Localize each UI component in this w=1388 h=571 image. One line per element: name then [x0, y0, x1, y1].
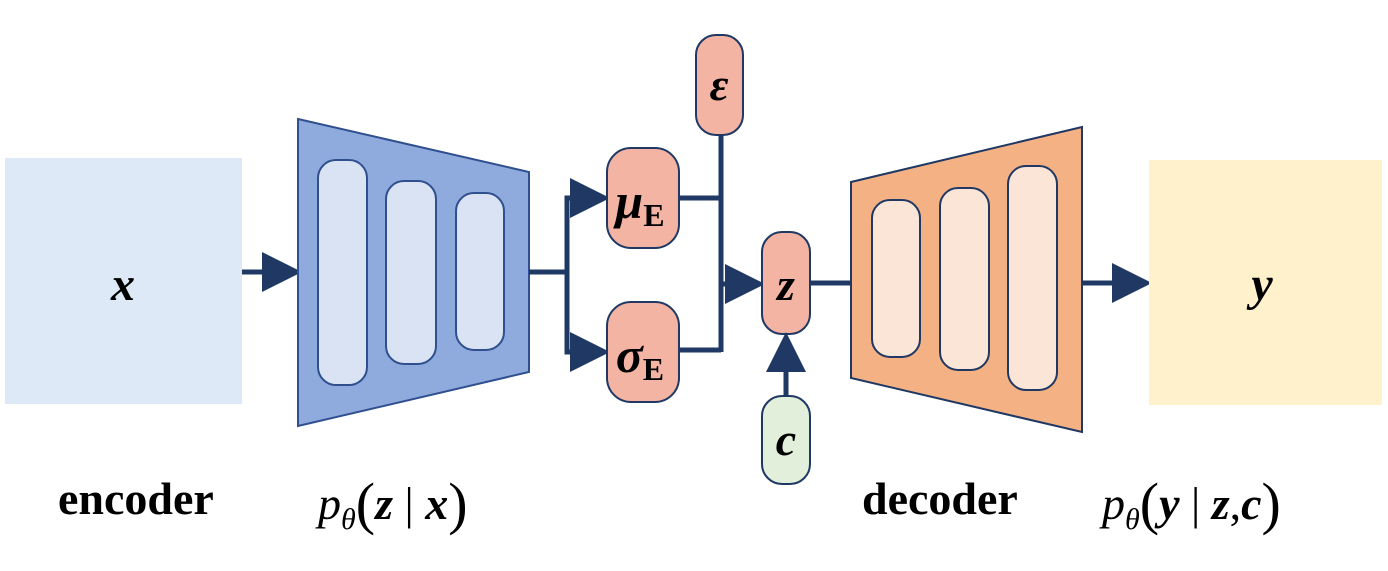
sigma-label: σE — [616, 327, 664, 387]
arrow-encoder-to-mu — [564, 178, 610, 274]
decoder-formula: pθ(y | z,c) — [1102, 471, 1281, 536]
output-y-box — [1149, 160, 1382, 405]
decoder-layer-2 — [939, 187, 990, 371]
decoder-caption: decoder — [862, 473, 1018, 524]
arrow-encoder-to-sigma — [564, 270, 610, 372]
decoder-layer-1 — [871, 199, 921, 358]
output-y-label: y — [1246, 258, 1273, 311]
encoder-caption: encoder — [58, 473, 214, 524]
epsilon-label: ε — [710, 59, 729, 110]
input-x-box — [5, 158, 242, 404]
encoder-formula: pθ(z | x) — [318, 471, 468, 536]
input-x-label: x — [110, 258, 135, 311]
encoder-layer-2 — [385, 180, 437, 365]
c-label: c — [776, 414, 796, 465]
z-label: z — [775, 259, 795, 310]
encoder-layer-1 — [317, 159, 368, 386]
mu-label: μE — [612, 173, 664, 233]
encoder-layer-3 — [455, 192, 505, 351]
decoder-layer-3 — [1007, 165, 1058, 391]
